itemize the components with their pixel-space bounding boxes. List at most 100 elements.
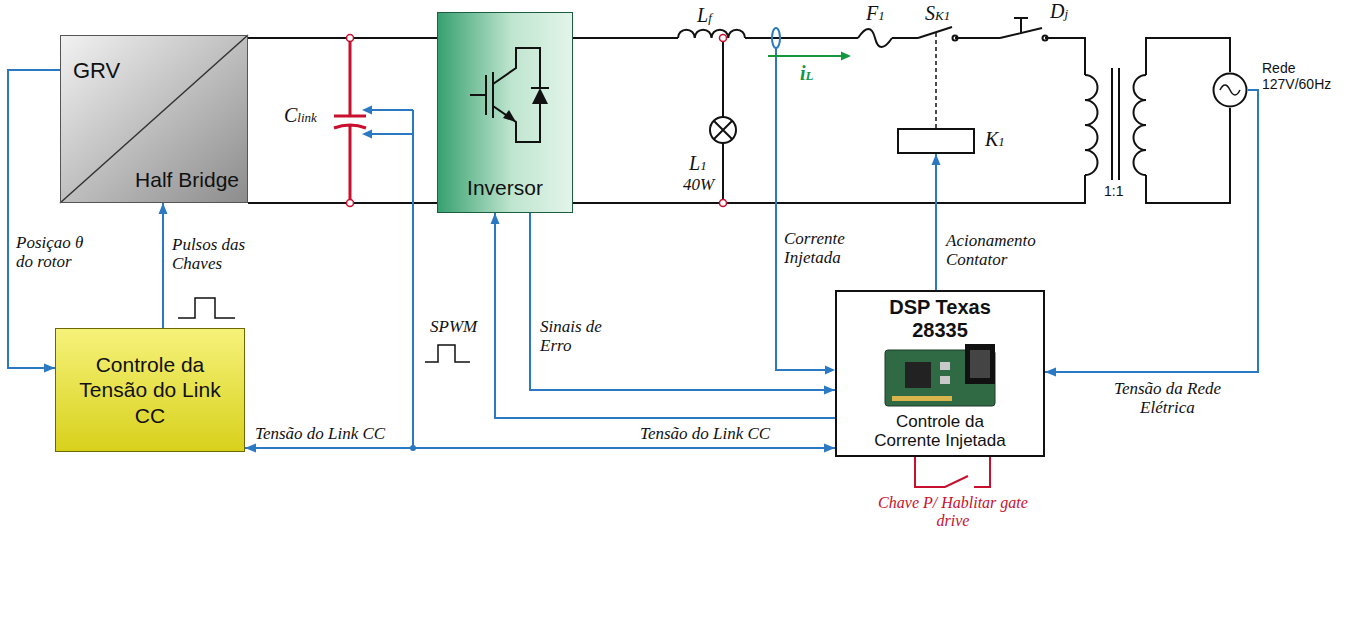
node-text: Rede 127V/60Hz (1262, 60, 1347, 92)
power-wiring (1085, 75, 1098, 175)
dsp-board-picture (892, 396, 952, 401)
enable-switch (915, 457, 990, 487)
part-label: Tensão do Link CC (255, 425, 385, 444)
signal-label: Tensão da Rede Elétrica (1105, 380, 1230, 417)
node-text: Inversor (438, 176, 572, 200)
power-wiring (1000, 18, 1042, 38)
arrow-head (824, 386, 835, 395)
node-text: Controle da Corrente Injetada (865, 412, 1015, 451)
part-label: L1 (689, 152, 707, 174)
voltage-sense-wire (362, 130, 372, 139)
part-label: 40W (683, 176, 714, 195)
signal-label: Pulsos das Chaves (172, 236, 252, 273)
node-text: K1 (985, 128, 1005, 151)
dsp-box: DSP Texas 28335Controle da Corrente Inje… (835, 290, 1045, 457)
current-direction-arrow (768, 55, 842, 57)
voltage-sense-wire (362, 106, 416, 452)
arrow-head (932, 154, 941, 165)
part-label: 1:1 (1104, 184, 1123, 199)
part-label: Clink (284, 104, 317, 126)
inverter-box: Inversor (437, 12, 573, 213)
pulse-symbol (178, 298, 235, 318)
part-label: iL (800, 62, 814, 84)
current-sensor (776, 48, 826, 370)
power-wiring (678, 30, 745, 38)
generator-fill (60, 35, 248, 203)
junction-dot (347, 200, 354, 207)
power-wiring (714, 121, 732, 139)
enable-switch (915, 457, 990, 487)
part-label: Lf (697, 4, 712, 26)
arrow-head (491, 213, 500, 224)
capacitor-symbol (334, 41, 366, 200)
voltage-sense-wire (370, 110, 413, 448)
dsp-board-picture (970, 350, 990, 378)
junction-dot (720, 35, 727, 42)
junction-dot (347, 35, 727, 207)
power-wiring (248, 38, 1085, 203)
current-direction-arrow (841, 52, 851, 61)
power-wiring (935, 33, 937, 128)
arrow-head (245, 444, 256, 453)
node-text: DSP Texas 28335 (880, 296, 1000, 342)
signal-label: Tensão do Link CC (640, 425, 770, 444)
contactor-coil: K1 (897, 128, 975, 154)
source-outline (1214, 74, 1247, 107)
igbt-symbol (532, 88, 548, 104)
power-wiring (953, 36, 958, 41)
current-sensor (772, 28, 835, 375)
part-label: SK1 (925, 2, 950, 24)
capacitor-symbol (334, 41, 366, 200)
control-box: Controle da Tensão do Link CC (55, 328, 245, 452)
signal-connector (159, 203, 168, 328)
part-label: F1 (866, 2, 885, 24)
signal-label: Posiçao θ do rotor (16, 234, 96, 271)
power-wiring (1112, 68, 1119, 180)
power-wiring (918, 27, 952, 38)
arrow-head (159, 203, 168, 214)
signal-line (162, 203, 164, 328)
voltage-sense-wire (362, 106, 372, 115)
generator-fill (60, 35, 248, 203)
dsp-board-picture (885, 344, 995, 406)
dsp-board-picture (940, 376, 950, 384)
power-wiring (1043, 36, 1048, 41)
node-text: Half Bridge (135, 168, 239, 192)
grid-source-circle: Rede 127V/60Hz (1212, 72, 1248, 108)
current-direction-arrow (768, 52, 851, 61)
signal-connector (932, 154, 941, 290)
node-text: GRV (73, 58, 120, 84)
signal-line (8, 70, 60, 368)
dsp-board-picture (885, 350, 995, 406)
generator-fill (60, 35, 248, 203)
part-label: Chave P/ Hablitar gate drive (868, 494, 1038, 529)
node-text: Controle da Tensão do Link CC (75, 352, 225, 428)
generator-box: GRV Half Bridge (60, 35, 248, 203)
arrow-head (44, 364, 55, 373)
junction-dot (720, 200, 727, 207)
part-label: Corrente Injetada (784, 230, 864, 267)
inverter-fill (437, 12, 573, 213)
signal-connector (1045, 90, 1258, 377)
pulse-symbol (425, 345, 470, 362)
power-wiring (858, 29, 892, 47)
power-wiring (1146, 38, 1230, 203)
dsp-board-picture (965, 344, 995, 384)
power-wiring (710, 117, 736, 143)
signal-line (935, 154, 937, 290)
signal-connector (491, 213, 836, 418)
power-wiring (722, 38, 724, 203)
dsp-board-picture (940, 362, 950, 370)
signal-connector (8, 70, 60, 373)
sine-symbol (1220, 85, 1240, 95)
signal-label: Sinais de Erro (540, 318, 612, 355)
signal-line (245, 447, 835, 449)
power-wiring (1134, 75, 1147, 175)
signal-line (1045, 90, 1258, 372)
signal-label: SPWM (430, 318, 477, 337)
current-sensor (772, 28, 780, 48)
igbt-symbol (503, 110, 516, 122)
current-sensor (825, 366, 835, 375)
